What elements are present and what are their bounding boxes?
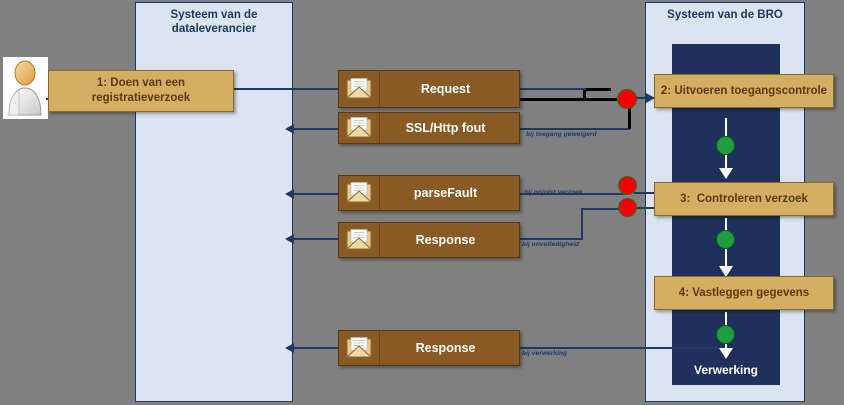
message-response-mid[interactable]: Response [338,222,520,258]
message-ssl-http-fout[interactable]: SSL/Http fout [338,112,520,144]
connector-gate3-to-response-mid [520,238,582,240]
envelope-icon [339,71,380,107]
connector-gate1-to-box2-top [583,88,611,91]
status-dot-red-incomplete [618,198,637,217]
arrow-sslfout-return [285,124,294,134]
lane-bro-title: Systeem van de BRO [667,9,783,21]
step-2-box[interactable]: 2: Uitvoeren toegangscontrole [654,74,834,108]
message-response-bottom[interactable]: Response [338,330,520,366]
connector-band-to-response-bottom [520,347,726,349]
lane-supplier-title-line1: Systeem van de [170,9,258,21]
step-1-box[interactable]: 1: Doen van een registratieverzoek [48,70,234,112]
message-label: Response [415,233,476,247]
step-3-box[interactable]: 3: Controleren verzoek [654,182,834,216]
connector-into-step2 [634,97,654,99]
actor-dataleverancier [3,57,48,119]
status-dot-red-access [617,89,637,109]
connector-response-mid-return [293,238,339,240]
connector-gate1-to-sslfout [520,128,630,130]
processing-band-label: Verwerking [693,363,759,377]
arrow-parsefault-return [285,189,294,199]
envelope-icon [339,223,380,257]
connector-gate3-riser [581,208,583,240]
connector-request-to-gate1 [520,98,630,101]
status-dot-green-1 [716,136,735,155]
connector-step1-to-request [234,88,338,90]
band-flow-arrow-3 [719,348,733,359]
message-label: Request [420,82,471,96]
envelope-icon [339,176,380,210]
arrow-response-mid-return [285,234,294,244]
envelope-icon [339,113,380,143]
connector-gate1-riser [583,88,586,100]
message-label: parseFault [413,186,478,200]
connector-sslfout-return [293,128,339,130]
envelope-icon [339,331,380,365]
band-flow-arrow-1 [719,168,733,179]
annotation-verwerking: bij verwerking [522,350,568,357]
annotation-onjuist-verzoek: bij onjuist verzoek [524,189,583,196]
lane-supplier-title-line2: dataleverancier [171,23,257,35]
connector-into-step3-upper [634,192,654,194]
connector-request-to-bro-lane [520,88,586,90]
connector-into-step3-lower [634,207,654,209]
connector-parsefault-return [293,193,339,195]
status-dot-red-invalid [618,176,637,195]
message-label: Response [415,341,476,355]
lane-supplier [135,2,293,402]
connector-response-bottom-return [293,347,339,349]
user-actor-icon [8,60,42,116]
message-parsefault[interactable]: parseFault [338,175,520,211]
status-dot-green-2 [716,230,735,249]
message-label: SSL/Http fout [405,121,486,135]
connector-gate2-to-parsefault [520,193,628,195]
step-4-box[interactable]: 4: Vastleggen gegevens [654,276,834,310]
arrow-into-step2 [646,93,655,103]
connector-gate1-drop [628,99,631,129]
message-request-top[interactable]: Request [338,70,520,108]
arrow-response-bottom-return [285,343,294,353]
status-dot-green-3 [716,325,735,344]
connector-gate3-to-dot [581,208,629,210]
annotation-toegang-geweigerd: bij toegang geweigerd [526,131,597,138]
band-flow-arrow-2 [719,266,733,277]
annotation-onvolledigheid: bij onvolledigheid [522,241,580,248]
